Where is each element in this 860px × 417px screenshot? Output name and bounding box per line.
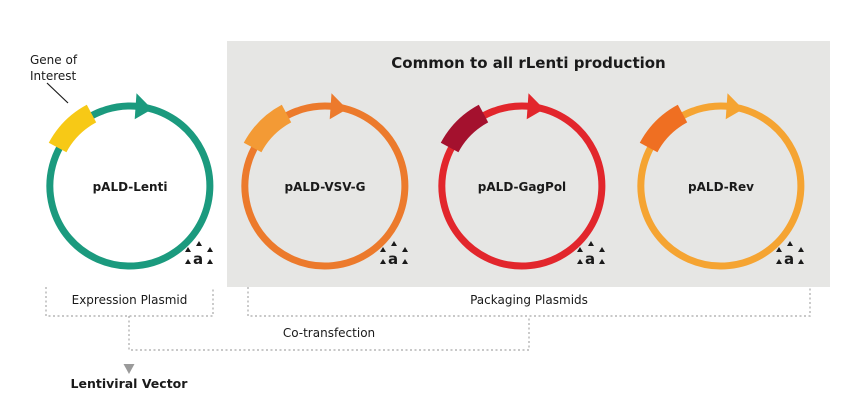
gene-of-interest-label-line1: Gene of (30, 53, 78, 67)
plasmid-name-rev: pALD-Rev (688, 180, 754, 194)
packaging-plasmids-label: Packaging Plasmids (470, 293, 588, 307)
connector-lines (45, 287, 811, 351)
lentiviral-vector-label: Lentiviral Vector (70, 376, 188, 391)
plasmid-name-vsvg: pALD-VSV-G (284, 180, 366, 194)
addgene-logo-icon: a (577, 241, 605, 268)
logo-letter: a (784, 250, 794, 268)
plasmid-arrow-head (134, 93, 153, 120)
packaging-bracket (247, 287, 811, 317)
panel-title: Common to all rLenti production (391, 54, 666, 72)
down-arrow (123, 364, 135, 374)
plasmid-name-lenti: pALD-Lenti (92, 180, 168, 194)
plasmid-ring (438, 103, 606, 270)
plasmid-1: a (46, 93, 214, 270)
gene-insert (243, 104, 292, 153)
plasmid-ring (241, 103, 409, 270)
cotransfection-label: Co-transfection (282, 326, 376, 340)
expression-plasmid-label: Expression Plasmid (71, 293, 188, 307)
plasmid-ring (637, 103, 805, 270)
plasmid-ring (46, 103, 214, 270)
plasmid-name-gagpol: pALD-GagPol (477, 180, 567, 194)
common-panel (227, 41, 830, 287)
gene-insert (440, 104, 489, 153)
gene-pointer-line (46, 82, 69, 104)
plasmid-2: a (241, 93, 409, 270)
logo-letter: a (193, 250, 203, 268)
addgene-logo-icon: a (776, 241, 804, 268)
plasmid-arrow-head (725, 93, 744, 120)
plasmid-3: a (438, 93, 606, 270)
addgene-logo-icon: a (185, 241, 213, 268)
cotransfection-bracket (128, 316, 530, 351)
gene-insert (639, 104, 688, 153)
addgene-logo-icon: a (380, 241, 408, 268)
plasmid-arrow-head (526, 93, 545, 120)
gene-insert (48, 104, 97, 153)
gene-of-interest-label-line2: Interest (30, 69, 77, 83)
logo-letter: a (585, 250, 595, 268)
logo-letter: a (388, 250, 398, 268)
plasmid-arrow-head (329, 93, 348, 120)
plasmid-4: a (637, 93, 805, 270)
